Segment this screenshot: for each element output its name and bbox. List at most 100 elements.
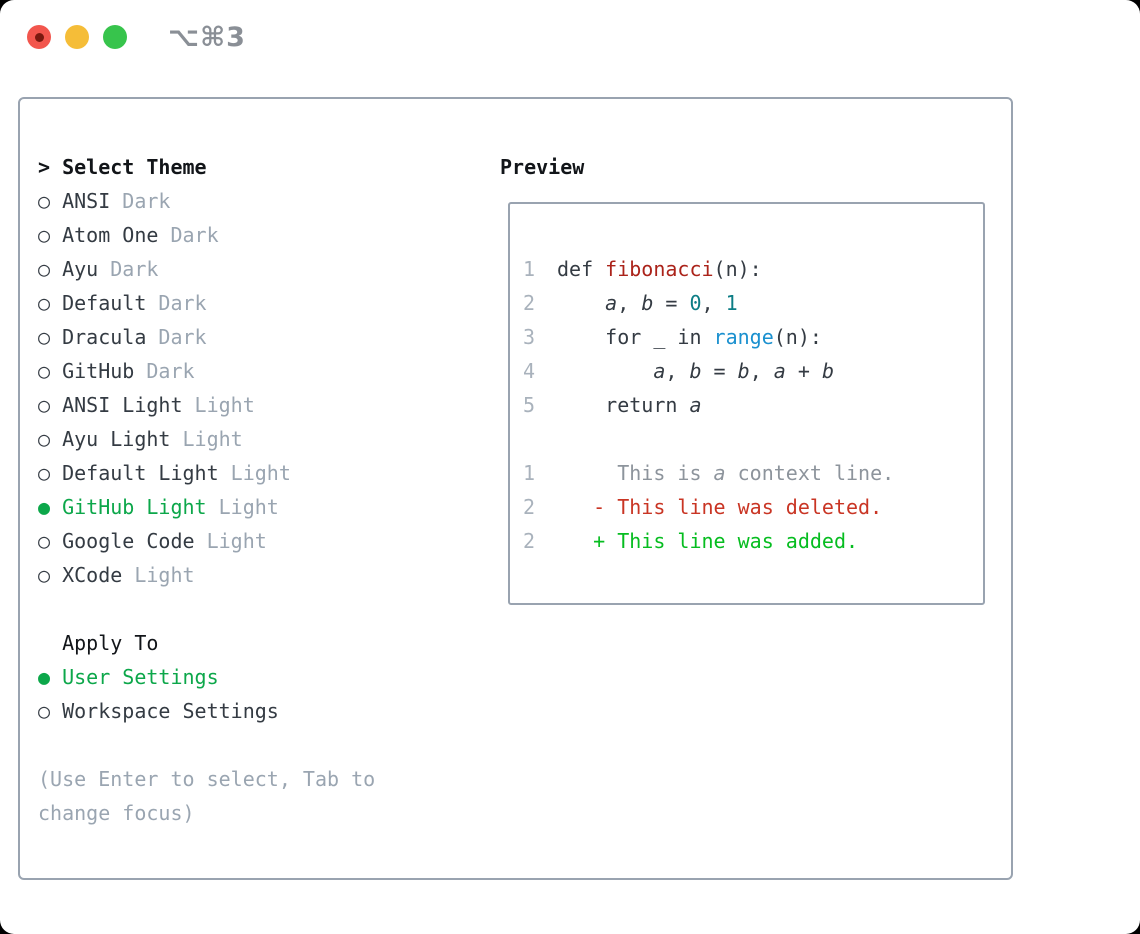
code-token: (n): [773,325,822,349]
theme-name: GitHub Light [62,495,207,519]
code-token [557,495,593,519]
radio-icon: ○ [38,563,51,587]
code-token: , [617,291,642,315]
theme-option-ayu-light[interactable]: ○ Ayu Light Light [38,422,375,456]
code-line: 1 This is a context line. [523,456,983,490]
code-token: This is [557,461,714,485]
theme-variant-label: Dark [170,223,219,247]
apply-option-label: Workspace Settings [62,699,279,723]
code-token: 0 [689,291,702,315]
code-token: + This line was added. [593,529,859,553]
apply-to-header: Apply To [38,626,375,660]
theme-option-ayu[interactable]: ○ Ayu Dark [38,252,375,286]
radio-icon: ○ [38,461,51,485]
radio-icon: ○ [38,427,51,451]
theme-name: GitHub [62,359,135,383]
theme-option-default[interactable]: ○ Default Dark [38,286,375,320]
theme-name: Atom One [62,223,159,247]
line-number: 2 [523,291,536,315]
theme-option-atom-one[interactable]: ○ Atom One Dark [38,218,375,252]
theme-option-xcode[interactable]: ○XCode Light [38,558,375,592]
zoom-button[interactable] [103,25,127,49]
theme-name: ANSI Light [62,393,183,417]
theme-variant-label: Dark [122,189,171,213]
theme-name: Google Code [62,529,195,553]
line-number: 3 [523,325,536,349]
code-line: 3 for _ in range(n): [523,320,983,354]
theme-option-google-code[interactable]: ○Google Code Light [38,524,375,558]
line-number: 2 [523,495,536,519]
theme-option-ansi-light[interactable]: ○ANSI Light Light [38,388,375,422]
theme-variant-label: Light [230,461,291,485]
code-token: fibonacci [605,257,714,281]
minimize-button[interactable] [65,25,89,49]
code-token: b [737,359,750,383]
line-number: 1 [523,461,536,485]
theme-option-ansi[interactable]: ○ ANSI Dark [38,184,375,218]
theme-variant-label: Dark [146,359,195,383]
theme-name: Default Light [62,461,219,485]
code-line: 2 + This line was added. [523,524,983,558]
code-token [557,359,653,383]
code-token: a [605,291,618,315]
theme-name: Dracula [62,325,147,349]
radio-icon: ○ [38,359,51,383]
focus-caret-icon: > [38,155,51,179]
theme-variant-label: Dark [158,325,207,349]
theme-variant-label: Dark [110,257,159,281]
code-token: b [821,359,834,383]
code-token: , [749,359,774,383]
traffic-lights [27,25,127,49]
spacer-row [38,728,375,762]
code-token: def [557,257,606,281]
theme-option-dracula[interactable]: ○Dracula Dark [38,320,375,354]
code-line: 2 a, b = 0, 1 [523,286,983,320]
code-blank-line [523,422,983,456]
theme-option-default-light[interactable]: ○ Default Light Light [38,456,375,490]
radio-icon: ○ [38,257,51,281]
apply-option-user-settings[interactable]: ●User Settings [38,660,375,694]
preview-title: Preview [500,155,585,179]
theme-list-title: Select Theme [62,155,207,179]
radio-icon: ○ [38,223,51,247]
code-token: = [701,359,738,383]
apply-option-workspace-settings[interactable]: ○ Workspace Settings [38,694,375,728]
titlebar: ⌥⌘3 [27,13,246,61]
code-token: b [641,291,654,315]
theme-name: Ayu [62,257,99,281]
code-line: 4 a, b = b, a + b [523,354,983,388]
code-token: context line. [725,461,895,485]
code-token [557,529,593,553]
code-token: b [689,359,702,383]
theme-name: Ayu Light [62,427,171,451]
radio-icon: ○ [38,189,51,213]
radio-icon: ○ [38,393,51,417]
line-number: 2 [523,529,536,553]
help-text-line: change focus) [38,801,195,825]
line-number: 5 [523,393,536,417]
code-token: return [557,393,690,417]
close-button[interactable] [27,25,51,49]
window-title: ⌥⌘3 [168,21,246,53]
theme-variant-label: Dark [158,291,207,315]
radio-icon: ○ [38,699,51,723]
code-token: for _ in [557,325,714,349]
theme-variant-label: Light [182,427,243,451]
theme-name: Default [62,291,147,315]
code-token [557,291,605,315]
code-token: - This line was deleted. [593,495,883,519]
theme-name: ANSI [62,189,111,213]
line-number: 1 [523,257,536,281]
theme-option-github[interactable]: ○ GitHub Dark [38,354,375,388]
document-modified-dot-icon [34,32,44,42]
theme-option-github-light[interactable]: ●GitHub Light Light [38,490,375,524]
code-token: a [653,359,666,383]
theme-selector-panel: > Select Theme ○ ANSI Dark ○ Atom One Dark ○ Ay… [18,97,1013,880]
code-token: a [713,461,726,485]
radio-icon: ○ [38,291,51,315]
line-number: 4 [523,359,536,383]
code-token: = [653,291,690,315]
